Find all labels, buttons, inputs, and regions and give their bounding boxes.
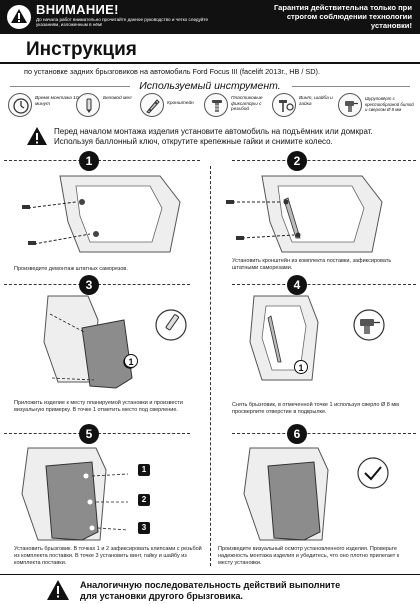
tools-divider-left bbox=[10, 86, 130, 87]
tool-label: Кронштейн bbox=[167, 101, 194, 106]
step-2-caption: Установить кронштейн из комплекта постав… bbox=[232, 258, 392, 271]
screw-icon bbox=[279, 100, 294, 112]
title-divider bbox=[0, 62, 420, 64]
step-4-badge: 4 bbox=[287, 275, 307, 295]
warning-triangle-icon bbox=[7, 5, 31, 29]
step-6-caption: Произведите визуальный осмотр установлен… bbox=[218, 546, 400, 566]
preparation-notice: Перед началом монтажа изделия установите… bbox=[0, 124, 420, 152]
row-divider bbox=[232, 160, 416, 161]
clock-icon bbox=[13, 98, 29, 114]
tool-label: Винт, шайба и гайка bbox=[299, 96, 333, 107]
page-subtitle: по установке задних брызговиков на автом… bbox=[24, 67, 321, 76]
warning-banner: ВНИМАНИЕ! До начала работ внимательно пр… bbox=[0, 0, 420, 34]
checkmark-icon bbox=[357, 457, 389, 489]
step-6-illustration bbox=[243, 447, 329, 541]
drill-icon bbox=[345, 101, 358, 112]
warning-text: До начала работ внимательно прочитайте д… bbox=[36, 17, 209, 28]
tool-label: Время монтажа 10 минут bbox=[35, 96, 79, 107]
step-6-badge: 6 bbox=[287, 424, 307, 444]
tools-heading: Используемый инструмент. bbox=[139, 80, 281, 92]
warning-title: ВНИМАНИЕ! bbox=[36, 2, 119, 17]
row-divider bbox=[232, 284, 416, 285]
step-3-caption: Приложить изделие к месту планируемой ус… bbox=[14, 400, 183, 413]
clip-icon bbox=[212, 100, 222, 112]
footer-note: Аналогичную последовательность действий … bbox=[0, 574, 420, 604]
point-1-label: 1 bbox=[138, 464, 150, 476]
column-divider bbox=[210, 166, 211, 566]
marker-icon bbox=[155, 309, 187, 341]
tool-label: Шуруповёрт с крестообразной битой и свер… bbox=[365, 96, 414, 113]
bracket-icon bbox=[146, 99, 160, 114]
warning-triangle-icon bbox=[47, 580, 69, 600]
point-3-label: 3 bbox=[138, 522, 150, 534]
footer-line-1: Аналогичную последовательность действий … bbox=[80, 580, 341, 590]
step-4-caption: Снять брызговик, в отмеченной точке 1 ис… bbox=[232, 402, 399, 415]
tool-label: Пластиковые фиксаторы с резьбой bbox=[231, 96, 263, 113]
point-1-marker: 1 bbox=[124, 354, 138, 368]
marker-icon bbox=[86, 98, 92, 113]
step-1-badge: 1 bbox=[79, 151, 99, 171]
notice-line-2: Используя баллонный ключ, открутите креп… bbox=[54, 137, 333, 146]
page-title: Инструкция bbox=[26, 39, 137, 60]
row-divider bbox=[4, 160, 200, 161]
tools-divider-right bbox=[292, 86, 410, 87]
point-1-marker: 1 bbox=[294, 360, 308, 374]
step-5-illustration bbox=[21, 447, 129, 541]
guarantee-text: Гарантия действительна только при строго… bbox=[273, 3, 412, 30]
step-5-badge: 5 bbox=[79, 424, 99, 444]
footer-line-2: для установки другого брызговика. bbox=[80, 591, 243, 601]
footer-text: Аналогичную последовательность действий … bbox=[80, 580, 340, 602]
step-1-caption: Произведите демонтаж штатных саморезов. bbox=[14, 266, 128, 272]
tool-label: Беловой мел bbox=[103, 96, 132, 101]
step-3-badge: 3 bbox=[79, 275, 99, 295]
notice-line-1: Перед началом монтажа изделия установите… bbox=[54, 127, 373, 136]
point-2-label: 2 bbox=[138, 494, 150, 506]
step-2-illustration bbox=[226, 175, 383, 253]
step-5-caption: Установить брызговик. В точках 1 и 2 заф… bbox=[14, 546, 202, 566]
step-1-illustration bbox=[22, 175, 181, 253]
step-4-illustration bbox=[249, 295, 319, 381]
warning-triangle-icon bbox=[27, 127, 47, 145]
step-2-badge: 2 bbox=[287, 151, 307, 171]
row-divider bbox=[232, 433, 416, 434]
step-3-illustration bbox=[43, 295, 137, 389]
notice-text: Перед началом монтажа изделия установите… bbox=[54, 127, 409, 147]
drill-icon bbox=[353, 309, 385, 341]
footer-divider bbox=[0, 574, 420, 575]
